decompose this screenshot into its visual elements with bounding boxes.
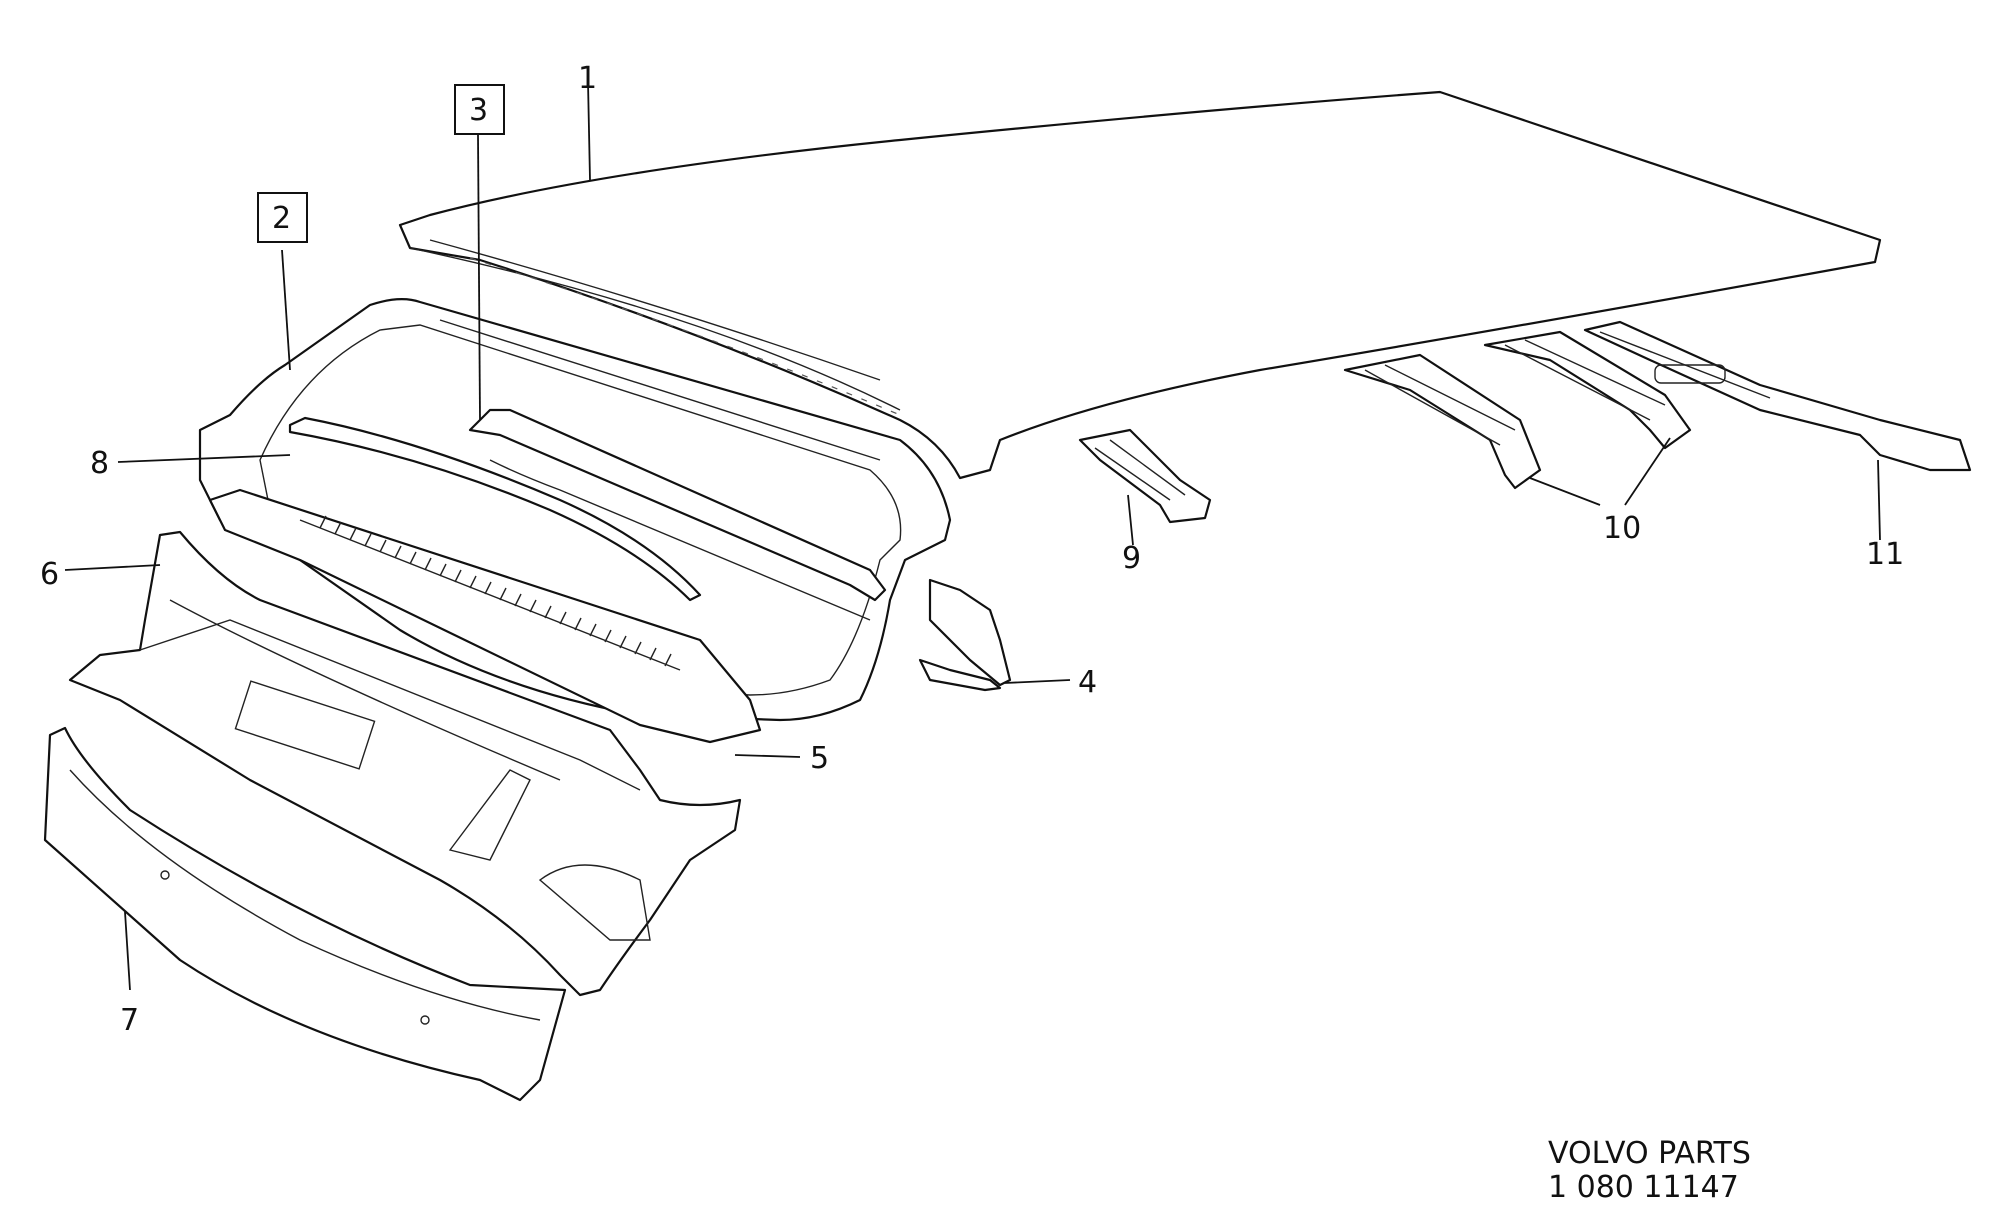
callout-1: 1 <box>578 61 597 96</box>
part-weatherstrip-8 <box>288 416 702 602</box>
part-sealing-strip-4 <box>918 578 1012 692</box>
footer-part-number: 1 080 11147 <box>1548 1170 1739 1205</box>
callout-8: 8 <box>90 446 109 481</box>
callout-box-2 <box>257 192 308 243</box>
part-roof-panel <box>398 90 1882 480</box>
callout-5: 5 <box>810 741 829 776</box>
leader-lines <box>64 81 1881 991</box>
callout-2: 2 <box>272 201 291 236</box>
callout-10: 10 <box>1603 511 1641 546</box>
callout-3: 3 <box>469 93 488 128</box>
callout-6: 6 <box>40 557 59 592</box>
leader-4 <box>1004 679 1071 684</box>
part-roof-bow-11 <box>1583 320 1972 472</box>
callout-9: 9 <box>1122 541 1141 576</box>
part-rear-end-panel-7 <box>43 726 567 1102</box>
callout-7: 7 <box>120 1003 139 1038</box>
part-roof-bow-9 <box>1078 428 1212 524</box>
leader-9 <box>1127 494 1134 546</box>
leader-7 <box>124 911 131 991</box>
part-rear-shelf-5 <box>208 488 762 744</box>
callout-4: 4 <box>1078 665 1097 700</box>
part-roof-bow-10a <box>1343 353 1542 490</box>
leader-3 <box>477 134 481 421</box>
leader-11 <box>1877 459 1881 541</box>
leader-6 <box>64 564 161 571</box>
callout-box-3 <box>454 84 505 135</box>
leader-2 <box>281 249 291 371</box>
part-roof-bow-10b <box>1483 330 1692 450</box>
callout-11: 11 <box>1866 537 1904 572</box>
leader-1 <box>587 81 591 181</box>
part-trim-strip-3 <box>468 408 887 621</box>
part-inner-rear-panel-6 <box>68 530 742 997</box>
leader-10b <box>1624 437 1671 506</box>
leader-5 <box>734 754 801 758</box>
leader-8 <box>117 454 291 463</box>
footer-brand: VOLVO PARTS <box>1548 1136 1751 1171</box>
leader-10a <box>1529 477 1601 506</box>
